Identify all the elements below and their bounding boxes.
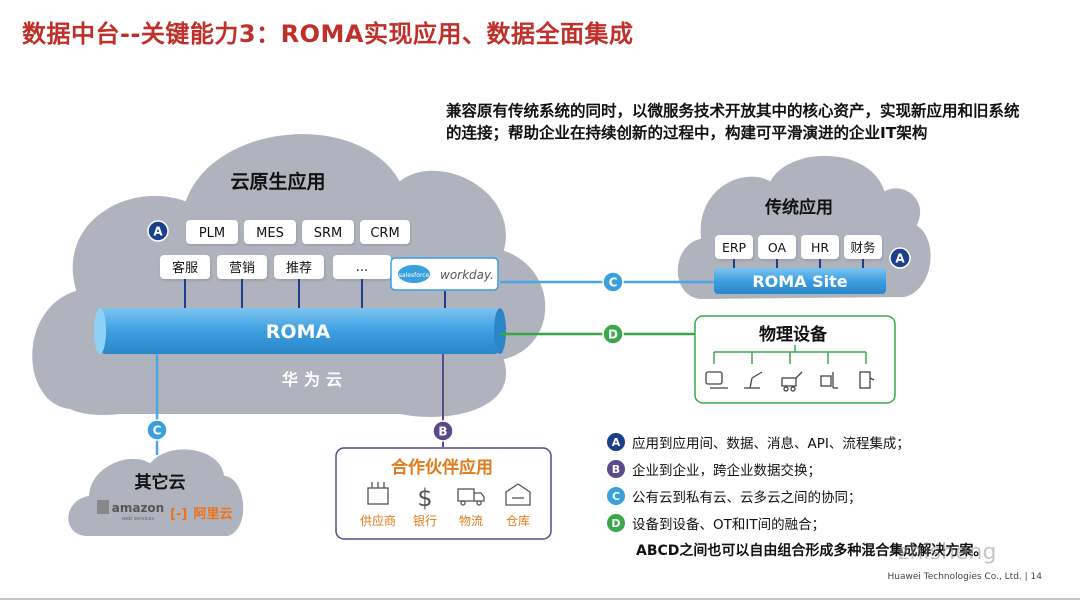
robot-arm-icon [744, 371, 763, 389]
app-box-crm[interactable]: CRM [360, 220, 410, 244]
svg-text:ERP: ERP [722, 240, 747, 255]
app-box-customer-service[interactable]: 客服 [160, 255, 210, 279]
roma-site-bus: ROMA Site [714, 268, 886, 294]
app-box-marketing[interactable]: 营销 [217, 255, 267, 279]
other-cloud-title: 其它云 [135, 472, 186, 493]
dollar-icon: $ [417, 484, 432, 512]
partner-label-logistics: 物流 [459, 514, 483, 528]
traditional-cloud [675, 153, 933, 302]
svg-text:PLM: PLM [199, 226, 225, 241]
truck-icon [457, 488, 485, 506]
svg-text:财务: 财务 [850, 240, 875, 255]
connector-c-other-cloud: C [146, 354, 168, 455]
legend-text-a: 应用到应用间、数据、消息、API、流程集成； [632, 436, 910, 452]
sensor-icon [705, 371, 728, 389]
legend-item-b: B 企业到企业，跨企业数据交换； [607, 459, 821, 479]
legend-badge-d: D [607, 514, 625, 532]
other-cloud [66, 447, 246, 538]
bottom-divider [0, 598, 1080, 600]
roma-site-label: ROMA Site [752, 272, 847, 291]
partner-label-supplier: 供应商 [360, 513, 396, 528]
svg-text:客服: 客服 [172, 260, 198, 276]
svg-text:MES: MES [256, 226, 284, 241]
svg-text:A: A [153, 225, 163, 239]
trad-app-finance[interactable]: 财务 [844, 235, 882, 259]
svg-text:D: D [608, 328, 618, 342]
trad-app-erp[interactable]: ERP [715, 235, 753, 259]
svg-text:A: A [895, 252, 905, 266]
app-bus-connectors [184, 279, 446, 310]
partner-title: 合作伙伴应用 [391, 457, 493, 478]
partner-apps-box: 合作伙伴应用 $ 供应商 银行 物流 仓库 [335, 447, 552, 540]
watermark: zhisheng [898, 540, 997, 565]
salesforce-logo-text: salesforce [399, 272, 430, 279]
legend-item-d: D 设备到设备、OT和IT间的融合； [607, 513, 825, 533]
app-box-recommend[interactable]: 推荐 [274, 255, 324, 279]
traditional-title: 传统应用 [764, 197, 833, 218]
svg-text:SRM: SRM [314, 226, 343, 241]
summary-text: ABCD之间也可以自由组合形成多种混合集成解决方案。 [636, 543, 988, 559]
trad-app-connectors [733, 259, 864, 268]
roma-bus-label: ROMA [266, 321, 331, 343]
connector-d-devices: D [500, 323, 695, 345]
charger-icon [859, 371, 875, 389]
aliyun-logo: [-] 阿里云 [170, 507, 233, 522]
legend-text-d: 设备到设备、OT和IT间的融合； [632, 517, 826, 533]
app-box-more[interactable]: ... [333, 255, 391, 279]
app-box-mes[interactable]: MES [244, 220, 296, 244]
footer-text: Huawei Technologies Co., Ltd. | 14 [887, 572, 1042, 582]
saas-logos-box: salesforce workday. [390, 257, 499, 291]
app-box-srm[interactable]: SRM [302, 220, 354, 244]
svg-text:推荐: 推荐 [286, 261, 312, 276]
huawei-cloud-label: 华为云 [282, 370, 348, 389]
svg-text:B: B [438, 425, 447, 439]
badge-a-cloud-native: A [147, 220, 169, 242]
legend-text-b: 企业到企业，跨企业数据交换； [632, 463, 821, 479]
legend-text-c: 公有云到私有云、云多云之间的协同； [632, 490, 862, 506]
badge-a-traditional: A [889, 247, 911, 269]
svg-text:OA: OA [768, 240, 787, 255]
excavator-icon [781, 371, 803, 392]
physical-devices-box: 物理设备 [694, 315, 896, 404]
svg-text:HR: HR [811, 240, 829, 255]
amazon-logo: amazon web services [97, 500, 164, 522]
connector-b-partner: B [432, 354, 454, 447]
app-box-plm[interactable]: PLM [186, 220, 238, 244]
svg-text:web services: web services [122, 516, 155, 522]
svg-text:C: C [609, 276, 618, 290]
svg-text:...: ... [356, 260, 368, 275]
legend-item-c: C 公有云到私有云、云多云之间的协同； [607, 486, 862, 506]
cloud-native-title: 云原生应用 [230, 170, 325, 193]
factory-icon [367, 482, 389, 505]
svg-text:营销: 营销 [229, 261, 255, 276]
page-title: 数据中台--关键能力3：ROMA实现应用、数据全面集成 [22, 20, 634, 48]
intro-text: 兼容原有传统系统的同时，以微服务技术开放其中的核心资产，实现新应用和旧系统的连接… [446, 102, 1020, 142]
legend-item-a: A 应用到应用间、数据、消息、API、流程集成； [607, 432, 910, 452]
partner-label-bank: 银行 [413, 514, 437, 528]
legend-badge-c: C [607, 487, 625, 505]
svg-text:[-]: [-] [170, 507, 187, 522]
salesforce-logo [398, 265, 430, 283]
forklift-icon [820, 372, 838, 389]
legend-badge-b: B [607, 460, 625, 478]
trad-app-hr[interactable]: HR [801, 235, 839, 259]
physical-title: 物理设备 [759, 324, 828, 345]
workday-logo: workday. [440, 268, 494, 282]
legend-badge-a: A [607, 433, 625, 451]
partner-label-warehouse: 仓库 [506, 513, 530, 528]
connector-c-public-private: C [500, 271, 714, 293]
roma-bus: ROMA [94, 308, 506, 354]
warehouse-icon [505, 483, 531, 506]
trad-app-oa[interactable]: OA [758, 235, 796, 259]
svg-text:amazon: amazon [112, 501, 164, 515]
svg-text:CRM: CRM [370, 226, 399, 241]
svg-text:C: C [153, 424, 162, 438]
svg-text:阿里云: 阿里云 [193, 507, 232, 522]
